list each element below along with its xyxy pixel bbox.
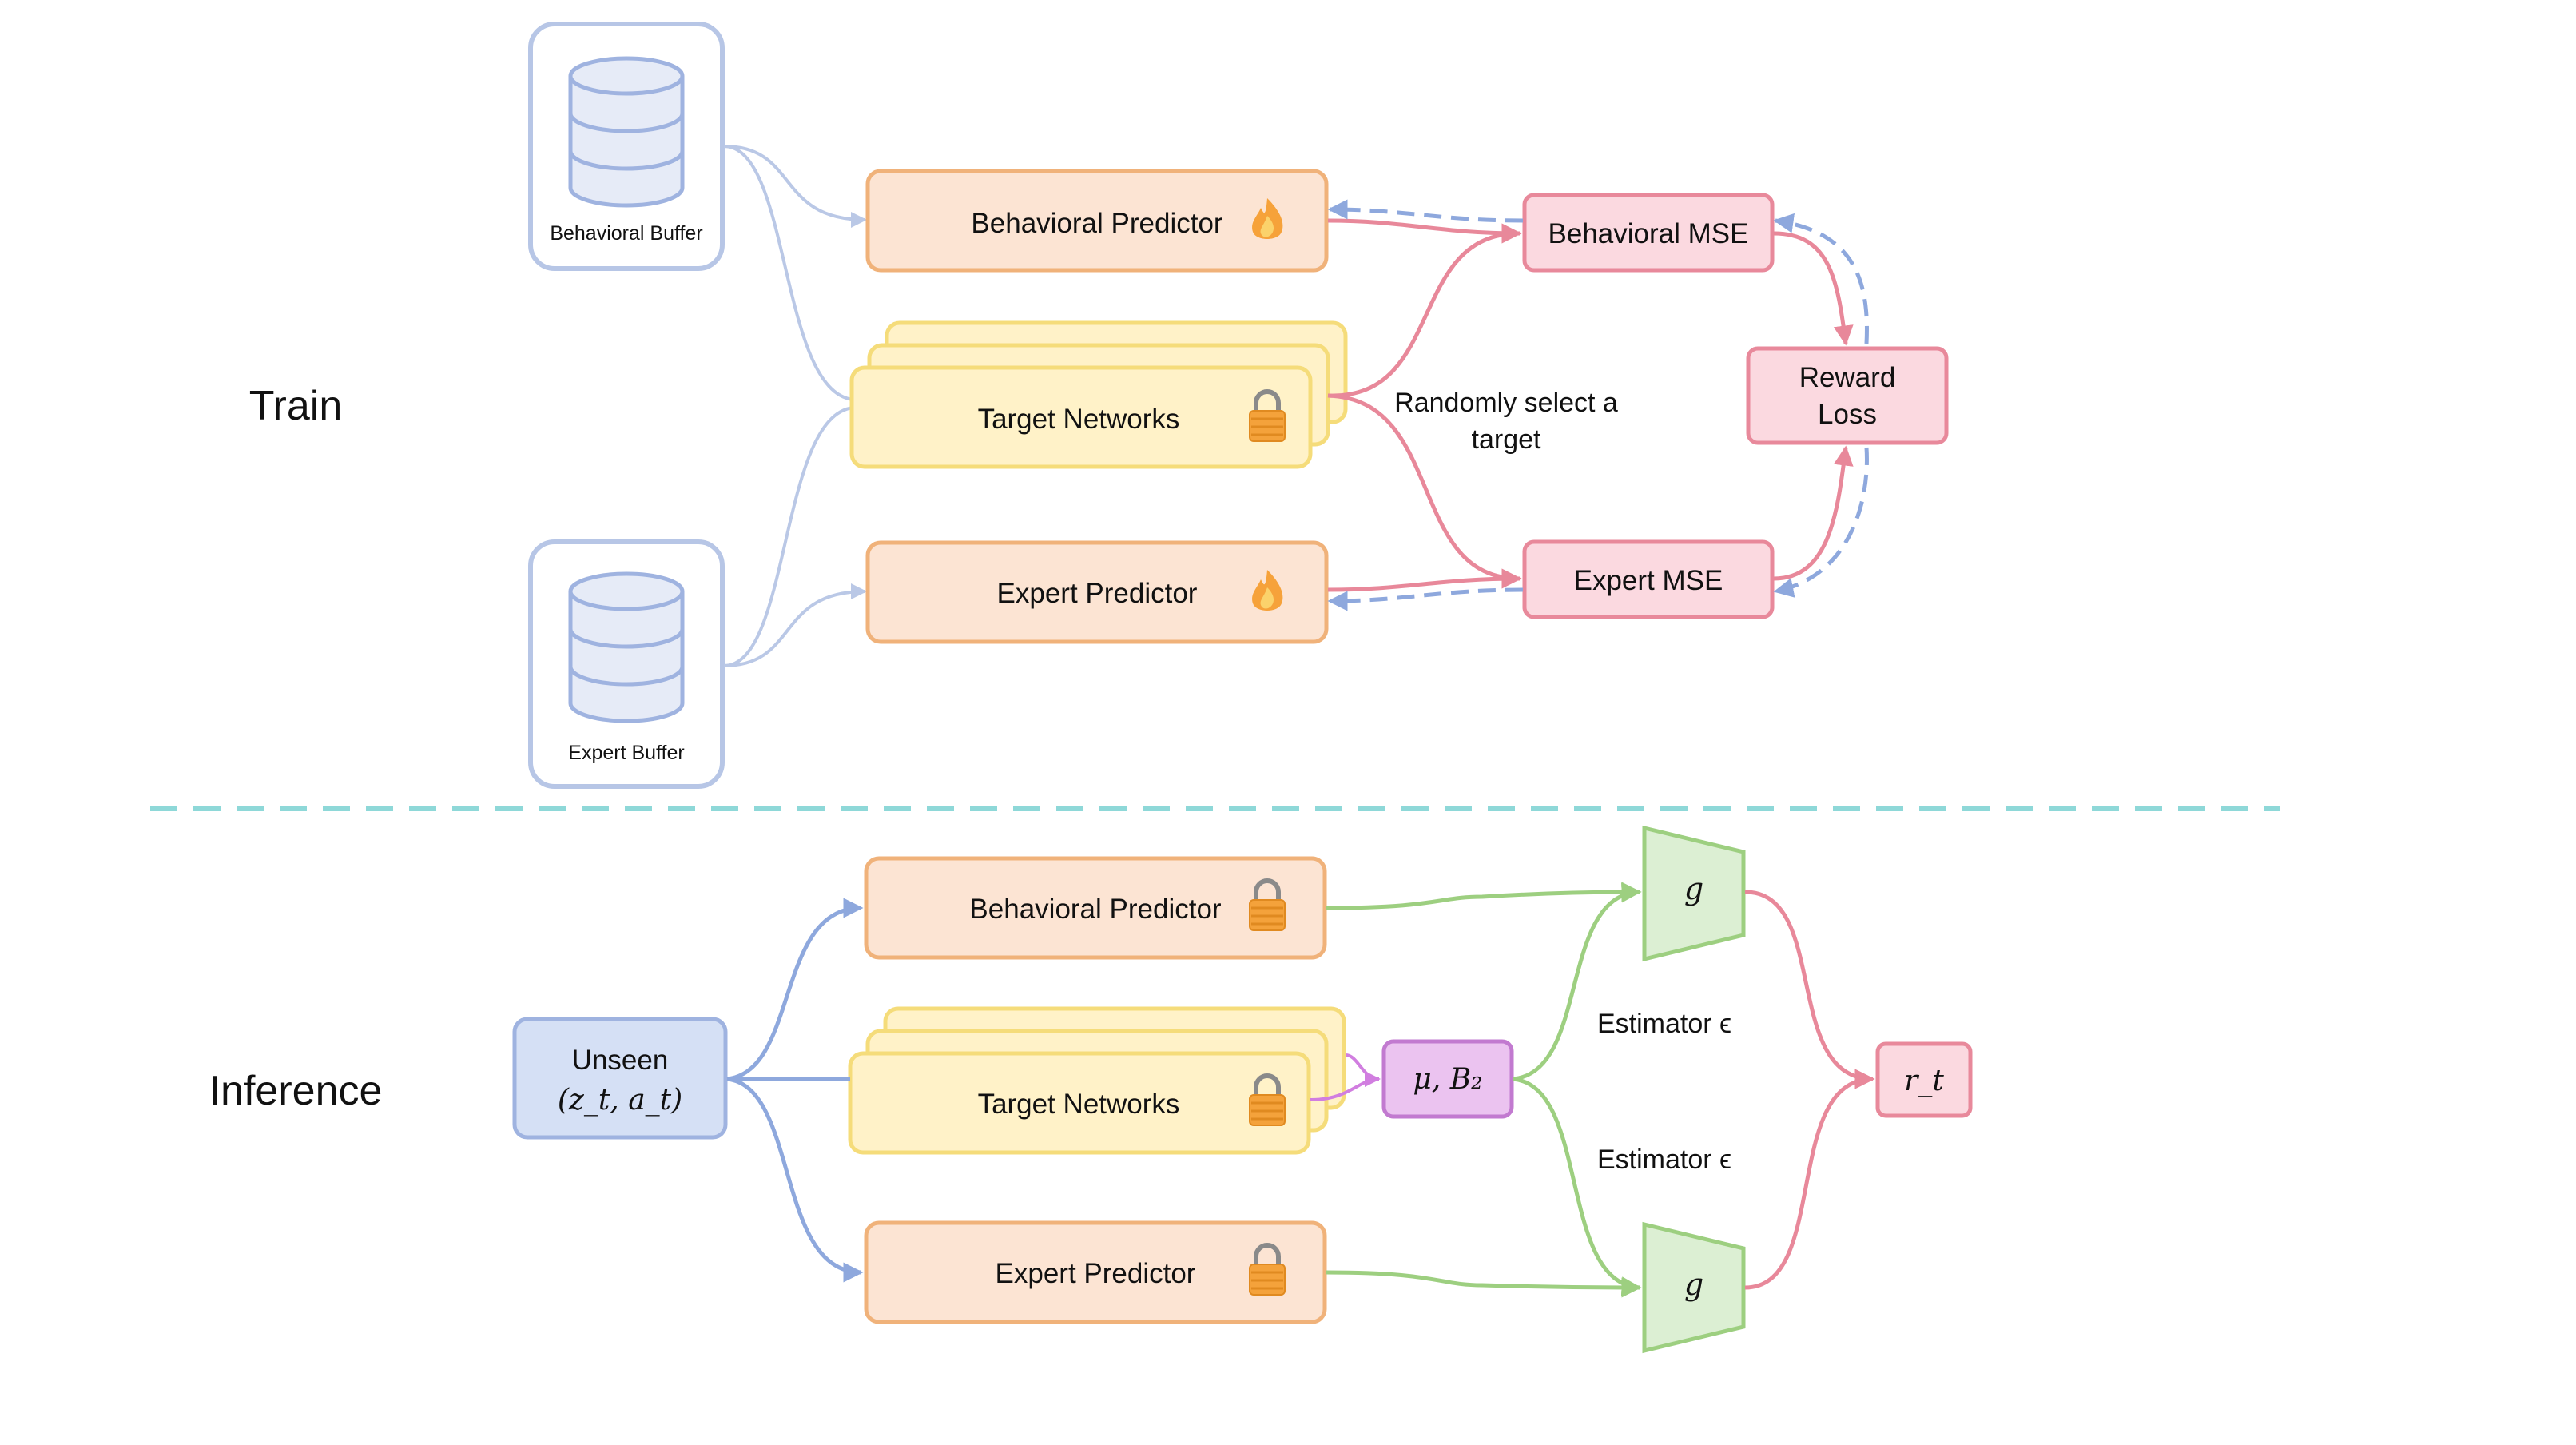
inference-green-arrows <box>1326 882 1642 1298</box>
train-expert-predictor: Expert Predictor <box>865 540 1329 644</box>
database-icon <box>568 571 685 723</box>
behavioral-buffer-label: Behavioral Buffer <box>550 222 702 245</box>
random-select-label-line2: target <box>1472 424 1541 455</box>
behavioral-mse: Behavioral MSE <box>1522 193 1775 273</box>
flame-icon <box>1252 570 1283 611</box>
mu-b2-node: μ, B₂ <box>1381 1039 1514 1119</box>
estimator-label-bottom: Estimator ϵ <box>1597 1144 1731 1175</box>
g-top-label: g <box>1684 871 1703 906</box>
inference-section-label: Inference <box>209 1068 383 1114</box>
lock-icon <box>1249 1073 1286 1126</box>
inference-target-networks: Target Networks <box>848 1006 1346 1155</box>
lock-icon <box>1249 878 1286 931</box>
inference-input-arrows <box>726 898 864 1283</box>
buffer-connections <box>723 145 867 667</box>
reward-loss-label-line2: Loss <box>1818 399 1877 430</box>
expert-buffer-label: Expert Buffer <box>568 742 684 764</box>
train-behavioral-predictor-label: Behavioral Predictor <box>971 208 1222 239</box>
behavioral-mse-label: Behavioral MSE <box>1548 218 1749 249</box>
g-bottom-label: g <box>1684 1267 1703 1302</box>
train-target-networks: Target Networks <box>849 320 1348 469</box>
inference-behavioral-predictor-label: Behavioral Predictor <box>969 894 1221 925</box>
flame-icon <box>1252 198 1283 239</box>
g-network-bottom: g <box>1642 1221 1746 1354</box>
lock-icon <box>1249 389 1286 442</box>
train-section-label: Train <box>249 383 343 429</box>
mu-b2-label: μ, B₂ <box>1413 1063 1482 1096</box>
unseen-label-line1: Unseen <box>572 1045 669 1076</box>
random-select-label-line1: Randomly select a <box>1394 388 1618 418</box>
expert-mse: Expert MSE <box>1522 539 1775 619</box>
expert-buffer: Expert Buffer <box>528 539 725 789</box>
inference-expert-predictor: Expert Predictor <box>864 1220 1327 1324</box>
estimator-label-top: Estimator ϵ <box>1597 1009 1731 1039</box>
inference-behavioral-predictor: Behavioral Predictor <box>864 856 1327 960</box>
reward-loss-label-line1: Reward <box>1799 362 1896 393</box>
expert-mse-label: Expert MSE <box>1574 565 1723 596</box>
train-gradient-arrows <box>1327 199 1869 611</box>
lock-icon <box>1249 1243 1286 1296</box>
behavioral-buffer: Behavioral Buffer <box>528 22 725 271</box>
train-red-arrows <box>1327 218 1854 592</box>
train-behavioral-predictor: Behavioral Predictor <box>865 169 1329 273</box>
inference-target-networks-label: Target Networks <box>978 1089 1180 1120</box>
reward-output: r_t <box>1875 1041 1973 1118</box>
reward-output-label: r_t <box>1904 1065 1944 1097</box>
inference-expert-predictor-label: Expert Predictor <box>996 1258 1196 1289</box>
unseen-label-line2: (z_t, a_t) <box>558 1084 682 1117</box>
train-expert-predictor-label: Expert Predictor <box>997 578 1198 609</box>
train-target-networks-label: Target Networks <box>978 404 1180 435</box>
g-network-top: g <box>1642 825 1746 962</box>
reward-loss: Reward Loss <box>1746 346 1949 445</box>
database-icon <box>568 56 685 208</box>
unseen-input: Unseen (z_t, a_t) <box>512 1017 728 1140</box>
inference-output-arrows <box>1744 890 1875 1290</box>
target-to-mu-arrows <box>1310 1053 1381 1101</box>
